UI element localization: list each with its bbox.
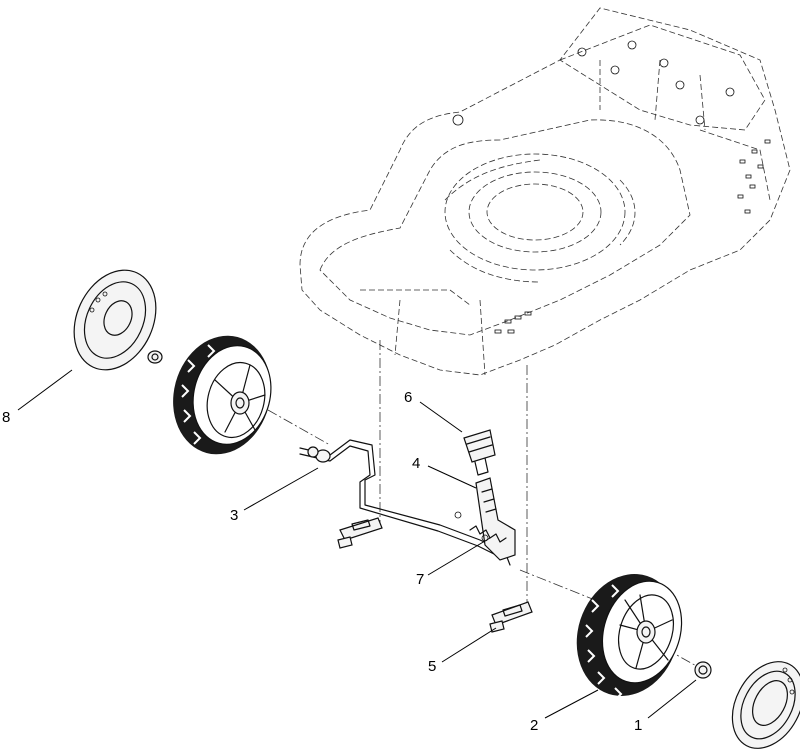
height-adjust-knob <box>463 429 496 476</box>
front-right-wheel <box>576 574 683 701</box>
leader-6 <box>419 401 463 433</box>
leader-3 <box>243 467 319 511</box>
callout-2: 2 <box>530 717 538 734</box>
rear-left-wheel <box>173 335 272 455</box>
height-adjust-bracket <box>454 477 516 561</box>
callout-3: 3 <box>230 507 238 524</box>
hub-cap-left <box>73 269 157 371</box>
hub-cap-right <box>731 661 800 749</box>
mounting-clip-front <box>489 601 533 633</box>
leader-7 <box>427 537 491 576</box>
leader-lines <box>17 369 697 719</box>
leader-8 <box>17 369 73 411</box>
leader-5 <box>441 627 497 663</box>
callout-4: 4 <box>412 455 420 472</box>
callout-5: 5 <box>428 658 436 675</box>
mower-deck <box>299 7 791 376</box>
hub-nut-right <box>694 661 712 679</box>
leader-2 <box>544 689 599 719</box>
hub-nut-left <box>147 350 163 364</box>
leader-4 <box>427 465 477 489</box>
callout-7: 7 <box>416 571 424 588</box>
callout-8: 8 <box>2 409 10 426</box>
callout-6: 6 <box>404 389 412 406</box>
callout-1: 1 <box>634 717 642 734</box>
callout-labels: 8 3 6 4 7 5 2 1 <box>2 389 642 734</box>
leader-1 <box>647 679 697 719</box>
